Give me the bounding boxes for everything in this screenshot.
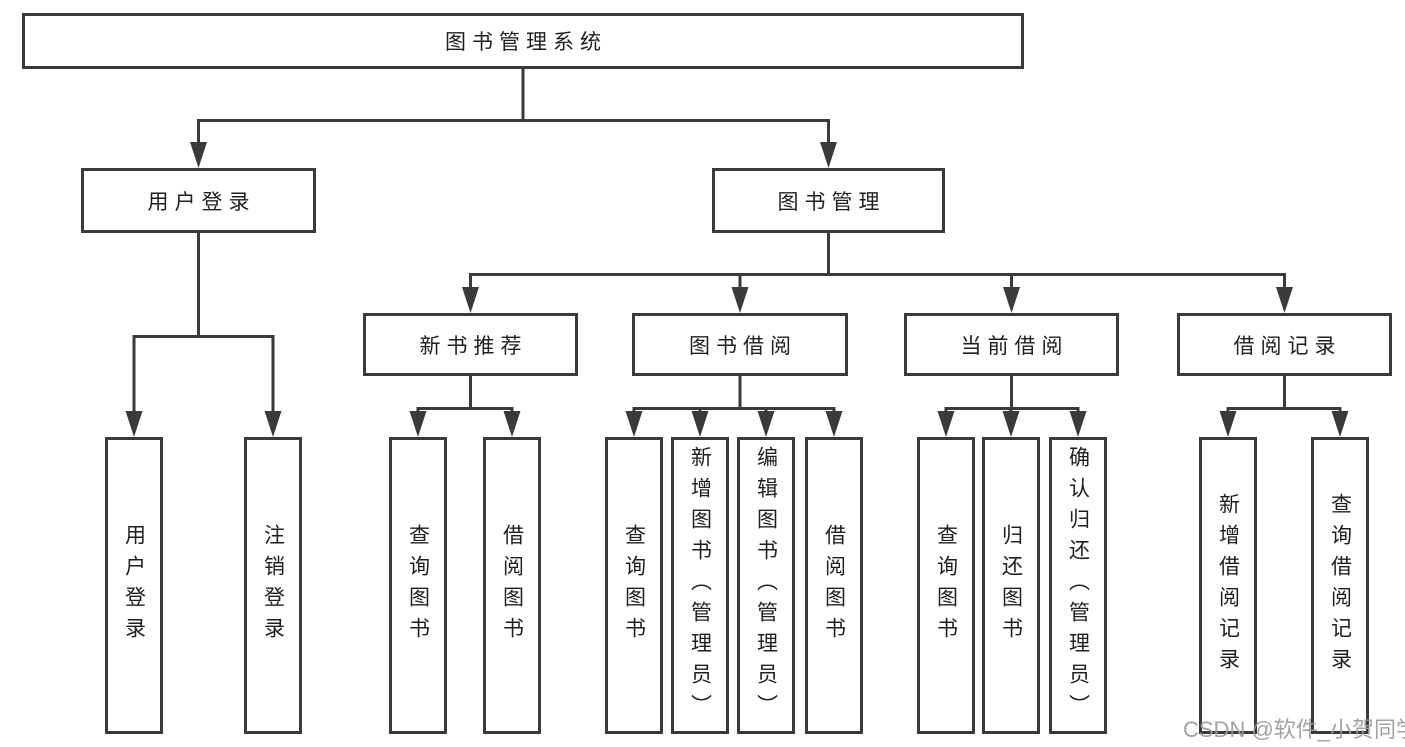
leaf-query-book-current: 查询图书 <box>917 437 975 734</box>
leaf-add-book-admin: 新增图书（管理员） <box>671 437 729 734</box>
leaf-label: 查询图书 <box>934 523 958 648</box>
arrowhead <box>503 411 521 437</box>
watermark: CSDN @软件_小贺同学 <box>1183 717 1405 742</box>
arrowhead <box>190 142 207 168</box>
node-label: 用户登录 <box>147 190 256 214</box>
node-current-borrow: 当前借阅 <box>904 313 1119 376</box>
leaf-edit-book-admin: 编辑图书（管理员） <box>737 437 795 734</box>
node-label: 图书管理系统 <box>445 31 607 54</box>
connector-root-to-level2 <box>190 69 837 168</box>
arrowhead <box>1219 411 1237 437</box>
connector-book-management-to-level3 <box>462 233 1293 313</box>
node-user-login: 用户登录 <box>81 168 316 233</box>
arrowhead <box>264 411 282 437</box>
leaf-confirm-return-admin: 确认归还（管理员） <box>1049 437 1107 734</box>
connector-borrow-records-to-leaves <box>1219 376 1349 437</box>
arrowhead <box>462 287 479 313</box>
leaf-query-borrow-record: 查询借阅记录 <box>1311 437 1369 734</box>
leaf-add-borrow-record: 新增借阅记录 <box>1199 437 1257 734</box>
node-label: 图书借阅 <box>689 334 797 358</box>
leaf-label: 确认归还（管理员） <box>1066 446 1090 725</box>
leaf-query-book-borrow: 查询图书 <box>605 437 663 734</box>
leaf-borrow-book-recommend: 借阅图书 <box>483 437 541 734</box>
leaf-label: 新增图书（管理员） <box>688 446 712 725</box>
leaf-query-book-recommend: 查询图书 <box>389 437 447 734</box>
arrowhead <box>625 411 643 437</box>
connector-book-borrow-to-leaves <box>625 376 843 437</box>
leaf-return-book: 归还图书 <box>982 437 1040 734</box>
arrowhead <box>409 411 427 437</box>
connector-new-book-recommend-to-leaves <box>409 376 521 437</box>
leaf-label: 查询图书 <box>622 523 646 648</box>
node-new-book-recommend: 新书推荐 <box>363 313 578 376</box>
arrowhead <box>825 411 843 437</box>
arrowhead <box>820 142 837 168</box>
arrowhead <box>1003 287 1020 313</box>
leaf-label: 借阅图书 <box>822 523 846 648</box>
leaf-user-login: 用户登录 <box>105 437 163 734</box>
connector-user-login-to-leaves <box>125 233 282 437</box>
node-book-borrow: 图书借阅 <box>632 313 848 376</box>
leaf-label: 新增借阅记录 <box>1216 492 1240 679</box>
node-label: 新书推荐 <box>419 334 528 358</box>
arrowhead <box>1002 411 1020 437</box>
node-label: 图书管理 <box>777 190 886 214</box>
arrowhead <box>691 411 709 437</box>
leaf-borrow-book: 借阅图书 <box>805 437 863 734</box>
leaf-label: 归还图书 <box>999 523 1023 648</box>
arrowhead <box>1276 287 1293 313</box>
arrowhead <box>1331 411 1349 437</box>
leaf-label: 查询借阅记录 <box>1328 492 1352 679</box>
arrowhead <box>937 411 955 437</box>
leaf-label: 注销登录 <box>261 523 285 648</box>
leaf-label: 编辑图书（管理员） <box>754 446 778 725</box>
node-borrow-records: 借阅记录 <box>1177 313 1392 376</box>
node-label: 借阅记录 <box>1233 334 1342 358</box>
arrowhead <box>125 411 143 437</box>
node-label: 当前借阅 <box>960 334 1069 358</box>
connector-current-borrow-to-leaves <box>937 376 1087 437</box>
node-library-management-system: 图书管理系统 <box>22 13 1024 69</box>
node-book-management: 图书管理 <box>712 168 945 233</box>
leaf-label: 查询图书 <box>406 523 430 648</box>
leaf-label: 用户登录 <box>122 523 146 648</box>
arrowhead <box>731 287 749 313</box>
arrowhead <box>1069 411 1087 437</box>
arrowhead <box>757 411 775 437</box>
leaf-logout: 注销登录 <box>244 437 302 734</box>
leaf-label: 借阅图书 <box>500 523 524 648</box>
